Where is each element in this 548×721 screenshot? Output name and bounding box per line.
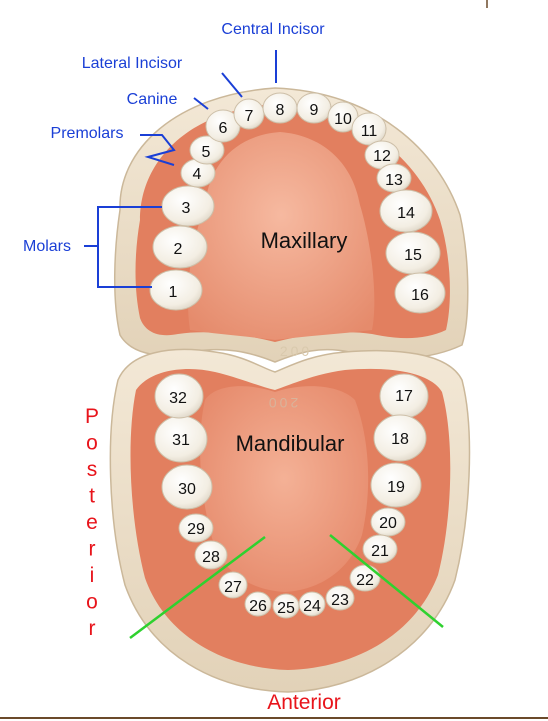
tooth-20: 20 <box>370 507 406 537</box>
tooth-19: 19 <box>370 462 422 508</box>
anterior-label: Anterior <box>267 691 341 714</box>
canine-pointer <box>193 97 209 110</box>
mandibular-stamp: 200 <box>266 395 298 411</box>
tooth-18: 18 <box>373 414 427 462</box>
tooth-number-7: 7 <box>245 108 254 125</box>
tooth-number-19: 19 <box>387 479 405 496</box>
tooth-1: 1 <box>149 269 203 311</box>
molars-label: Molars <box>23 238 71 255</box>
tooth-number-9: 9 <box>310 102 319 119</box>
tooth-number-32: 32 <box>169 390 187 407</box>
tooth-number-10: 10 <box>334 111 352 128</box>
posterior-letter-6: r <box>89 538 96 561</box>
maxillary-label: Maxillary <box>261 228 348 253</box>
tooth-number-4: 4 <box>193 166 202 183</box>
tooth-number-16: 16 <box>411 287 429 304</box>
tooth-25: 25 <box>272 593 300 619</box>
tooth-9: 9 <box>296 92 332 124</box>
tooth-27: 27 <box>218 571 248 599</box>
tooth-3: 3 <box>161 185 215 227</box>
posterior-letter-3: s <box>87 458 98 481</box>
tooth-number-28: 28 <box>202 549 220 566</box>
teeth-layer: 1 2 3 4 5 6 7 8 9 10 11 12 13 14 15 16 1… <box>149 92 446 619</box>
tooth-number-3: 3 <box>182 200 191 217</box>
tooth-21: 21 <box>362 534 398 564</box>
tooth-23: 23 <box>325 585 355 611</box>
tooth-number-31: 31 <box>172 432 190 449</box>
tooth-17: 17 <box>379 373 429 419</box>
premolars-bracket <box>140 134 176 166</box>
tooth-2: 2 <box>152 225 208 269</box>
tooth-14: 14 <box>379 189 433 233</box>
molars-bracket-bottom <box>97 246 152 288</box>
tooth-number-24: 24 <box>303 598 321 615</box>
mandibular-label: Mandibular <box>236 431 345 456</box>
tooth-number-6: 6 <box>219 120 228 137</box>
premolars-label: Premolars <box>51 125 124 142</box>
lateral-incisor-label: Lateral Incisor <box>82 55 183 72</box>
tooth-12: 12 <box>364 140 400 170</box>
tooth-number-29: 29 <box>187 521 205 538</box>
tooth-number-27: 27 <box>224 579 242 596</box>
posterior-letter-9: r <box>89 617 96 640</box>
maxillary-stamp: 200 <box>280 343 312 359</box>
lateral-incisor-pointer <box>221 72 243 98</box>
canine-label: Canine <box>127 91 178 108</box>
anterior-guide-lines <box>129 534 444 640</box>
molars-bracket-top <box>84 206 162 247</box>
tooth-26: 26 <box>244 591 272 617</box>
tooth-29: 29 <box>178 513 214 543</box>
tooth-number-23: 23 <box>331 592 349 609</box>
tooth-number-17: 17 <box>395 388 413 405</box>
posterior-letter-7: i <box>90 564 95 587</box>
tooth-number-13: 13 <box>385 172 403 189</box>
tooth-type-labels: Central Incisor Lateral Incisor Canine P… <box>23 21 325 255</box>
tooth-5: 5 <box>189 135 225 165</box>
tooth-number-15: 15 <box>404 247 422 264</box>
mandibular-tongue-area <box>200 386 369 592</box>
tooth-number-25: 25 <box>277 600 295 617</box>
tooth-13: 13 <box>376 163 412 193</box>
right-anterior-guide <box>329 534 444 628</box>
tooth-number-18: 18 <box>391 431 409 448</box>
tooth-32: 32 <box>154 373 204 419</box>
tooth-number-5: 5 <box>202 144 211 161</box>
tooth-number-21: 21 <box>371 543 389 560</box>
central-incisor-label: Central Incisor <box>221 21 325 38</box>
tooth-number-1: 1 <box>169 284 178 301</box>
posterior-letter-2: o <box>86 432 98 455</box>
tooth-16: 16 <box>394 272 446 314</box>
tooth-8: 8 <box>262 92 298 124</box>
tooth-22: 22 <box>349 564 381 592</box>
tooth-number-20: 20 <box>379 515 397 532</box>
posterior-letter-5: e <box>86 511 98 534</box>
tooth-24: 24 <box>298 591 326 617</box>
tooth-number-2: 2 <box>174 241 183 258</box>
tooth-11: 11 <box>351 112 387 146</box>
tooth-31: 31 <box>154 415 208 463</box>
maxillary-palate <box>187 132 375 340</box>
tooth-30: 30 <box>161 464 213 510</box>
tooth-4: 4 <box>180 158 216 188</box>
posterior-letter-4: t <box>89 485 95 508</box>
posterior-letter-8: o <box>86 591 98 614</box>
tooth-number-12: 12 <box>373 148 391 165</box>
tooth-number-8: 8 <box>276 102 285 119</box>
posterior-letter-1: P <box>85 405 99 428</box>
left-anterior-guide <box>129 535 266 640</box>
tooth-number-26: 26 <box>249 598 267 615</box>
tooth-type-pointers <box>84 50 277 288</box>
tooth-7: 7 <box>233 98 265 130</box>
tooth-number-14: 14 <box>397 205 415 222</box>
tooth-number-22: 22 <box>356 572 374 589</box>
tooth-number-30: 30 <box>178 481 196 498</box>
tooth-15: 15 <box>385 231 441 275</box>
tooth-number-11: 11 <box>361 123 378 140</box>
tooth-28: 28 <box>194 540 228 570</box>
